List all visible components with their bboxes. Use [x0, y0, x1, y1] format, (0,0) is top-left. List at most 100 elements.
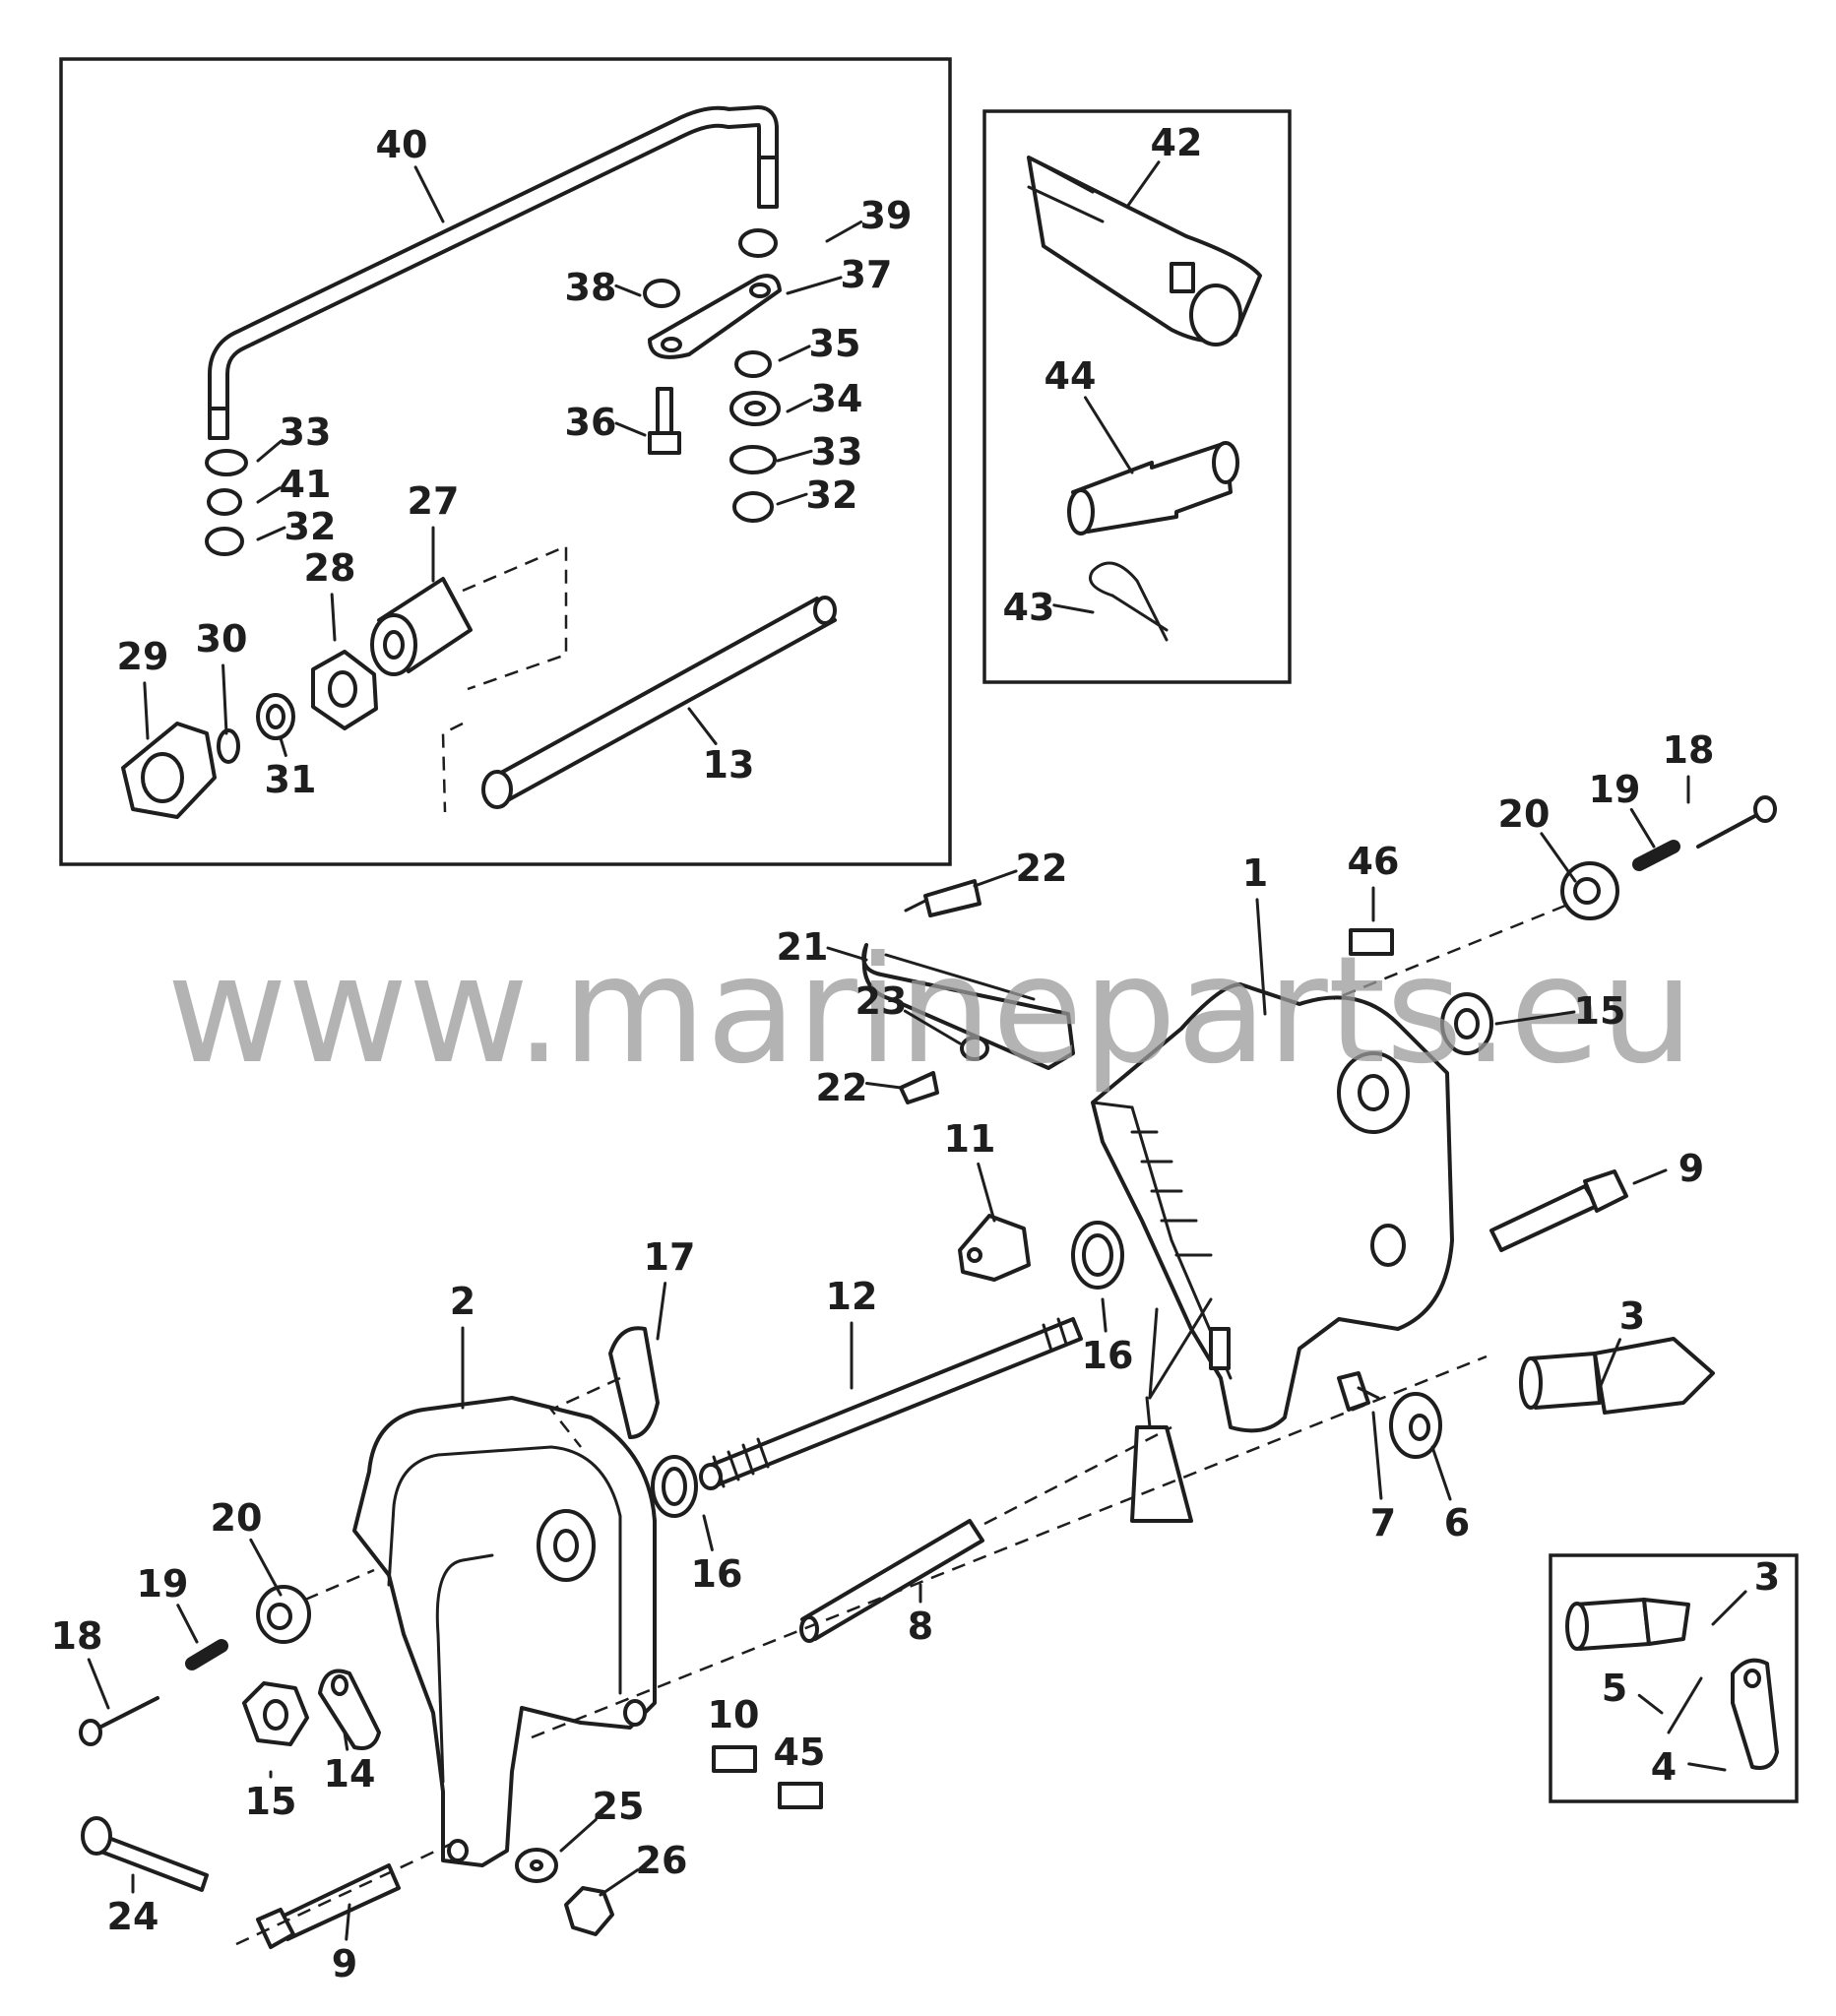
part-32-nut-right — [732, 491, 774, 523]
part-33-washer-left — [205, 449, 248, 476]
part-15-bushing-left — [242, 1681, 309, 1746]
callout-c35: 35 — [809, 322, 861, 365]
leader-line-c6 — [1430, 1445, 1452, 1501]
part-17-cam — [608, 1326, 660, 1439]
leader-line-c9b — [345, 1903, 351, 1941]
callout-c27: 27 — [408, 479, 460, 523]
leader-line-c11 — [977, 1162, 996, 1223]
callout-c45: 45 — [774, 1731, 826, 1774]
part-21-tiller-bracket — [861, 943, 1075, 1070]
mount-axis-dash-guide — [531, 1354, 1488, 1739]
leader-line-c4 — [1687, 1762, 1727, 1772]
callout-c9a: 9 — [1678, 1147, 1704, 1190]
leader-line-c33a — [256, 439, 283, 463]
callout-c16b: 16 — [691, 1552, 743, 1596]
clamp-inset-frame — [1549, 1553, 1799, 1803]
part-46-tag — [1349, 928, 1394, 956]
callout-c18b: 18 — [51, 1614, 103, 1658]
part-28-hex-nut — [311, 650, 378, 730]
part-25-washer — [515, 1848, 558, 1883]
tow-pin-inset-frame — [982, 109, 1292, 684]
part-13-dash-guide — [441, 722, 464, 813]
callout-c10: 10 — [708, 1693, 760, 1736]
callout-c3a: 3 — [1619, 1294, 1645, 1338]
part-45-tag — [778, 1782, 823, 1809]
leader-line-c7 — [1371, 1411, 1383, 1500]
part-23-washer — [960, 1036, 989, 1061]
leader-line-c5 — [1637, 1693, 1664, 1715]
part-27-bushing — [370, 577, 473, 676]
leader-line-c3a — [1598, 1338, 1621, 1390]
callout-c20a: 20 — [1498, 792, 1551, 836]
leader-line-c38 — [614, 284, 642, 297]
part-26-locknut — [564, 1886, 614, 1936]
leader-line-c26 — [599, 1868, 639, 1897]
callout-c17: 17 — [644, 1235, 696, 1279]
callout-c22a: 22 — [1016, 847, 1068, 890]
part-43-clip — [1089, 561, 1169, 642]
callout-c32a: 32 — [285, 505, 337, 548]
part-20-bushing-left — [256, 1585, 311, 1644]
callout-c24: 24 — [107, 1895, 159, 1938]
leader-line-c30 — [222, 663, 228, 735]
leader-line-c31 — [279, 736, 287, 757]
leader-line-c43 — [1052, 603, 1095, 614]
part-10-tag — [712, 1745, 757, 1773]
callout-c16a: 16 — [1082, 1334, 1134, 1377]
part-8-dash-guide — [983, 1425, 1172, 1526]
leader-line-c37 — [786, 276, 843, 295]
callout-c42: 42 — [1151, 121, 1203, 164]
callout-c33b: 33 — [811, 430, 863, 473]
part-3-lever-right — [1519, 1337, 1715, 1415]
callout-c37: 37 — [841, 253, 893, 296]
callout-c31: 31 — [265, 758, 317, 801]
leader-line-c18b — [87, 1658, 110, 1710]
callout-c14: 14 — [324, 1752, 376, 1796]
callout-c33a: 33 — [280, 410, 332, 454]
callout-c46: 46 — [1348, 840, 1400, 883]
callout-c19b: 19 — [137, 1562, 189, 1606]
part-4-clamp-jaw — [1731, 1658, 1779, 1770]
part-13-tube — [481, 596, 837, 809]
leader-line-c32a — [256, 526, 286, 541]
part-15-bushing-right — [1440, 992, 1493, 1055]
callout-c34: 34 — [811, 377, 863, 420]
part-17-dash-guide — [549, 1376, 621, 1448]
leader-line-c28 — [330, 593, 337, 642]
part-32-nut-left — [205, 527, 244, 556]
part-42-retainer — [1027, 156, 1262, 346]
part-2-clamp-bracket — [352, 1396, 657, 1867]
part-18-screw-left — [79, 1696, 159, 1746]
leader-line-c20b — [249, 1538, 283, 1597]
part-34-washer — [729, 391, 781, 426]
part-41-spacer — [207, 488, 242, 516]
callout-c5: 5 — [1602, 1667, 1627, 1710]
callout-c8: 8 — [908, 1605, 933, 1648]
callout-c30: 30 — [196, 617, 248, 661]
callout-c9b: 9 — [332, 1942, 357, 1985]
callout-c18a: 18 — [1663, 728, 1715, 772]
callout-c4: 4 — [1651, 1745, 1677, 1789]
part-35-nut — [734, 350, 772, 378]
callout-c44: 44 — [1045, 354, 1097, 398]
callout-c2: 2 — [450, 1280, 475, 1323]
part-12-threaded-rod — [699, 1317, 1083, 1490]
part-5-pin — [1667, 1676, 1703, 1734]
leader-line-c22a — [973, 869, 1018, 888]
leader-line-c40 — [413, 165, 445, 223]
part-16-washer-right — [1071, 1221, 1124, 1290]
leader-line-c36 — [614, 421, 647, 437]
part-9-bolt-right — [1489, 1169, 1628, 1252]
leader-line-c9a — [1632, 1168, 1668, 1185]
part-9-left-dash-guide — [235, 1839, 459, 1946]
leader-line-c3b — [1711, 1590, 1747, 1626]
part-7-screw — [1337, 1371, 1380, 1412]
callout-c28: 28 — [304, 546, 356, 590]
part-44-pin — [1067, 441, 1239, 536]
callout-c7: 7 — [1370, 1501, 1396, 1544]
callout-c38: 38 — [565, 266, 617, 309]
leader-line-c33b — [776, 449, 813, 463]
callout-c6: 6 — [1444, 1501, 1470, 1544]
part-22-screw-upper — [904, 879, 981, 917]
